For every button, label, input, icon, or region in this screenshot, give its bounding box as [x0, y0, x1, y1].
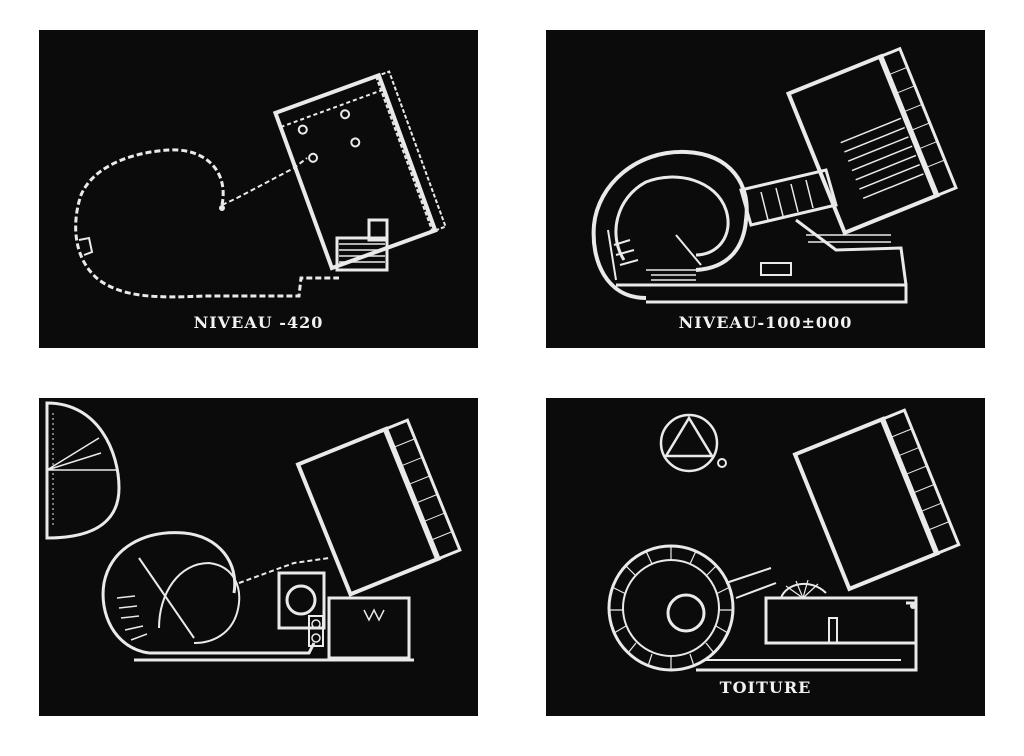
- plan-caption: NIVEAU -420: [193, 313, 324, 332]
- floor-plan-drawing: [45, 401, 462, 662]
- plan-level-100: NIVEAU-100±000: [546, 30, 985, 348]
- floor-plan-drawing: [74, 70, 447, 299]
- plan-level-upper: [39, 398, 478, 716]
- plan-caption: TOITURE: [719, 678, 812, 697]
- floor-plan-drawing: [607, 408, 961, 672]
- floor-plan-drawing: [591, 46, 958, 304]
- plan-roof: TOITURE: [546, 398, 985, 716]
- plan-level-minus-420: NIVEAU -420: [39, 30, 478, 348]
- plan-caption: NIVEAU-100±000: [678, 313, 853, 332]
